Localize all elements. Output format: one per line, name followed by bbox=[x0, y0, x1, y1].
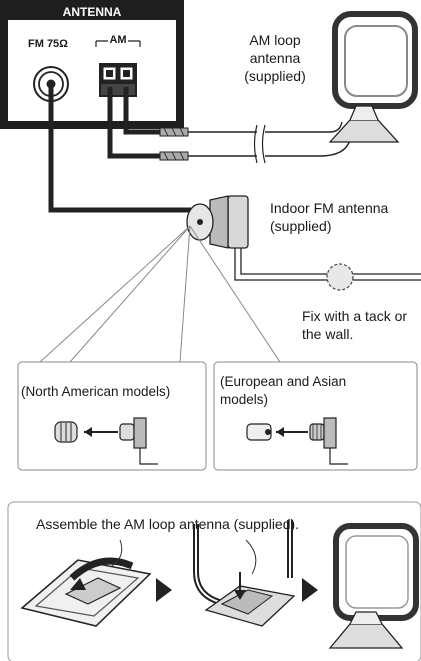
fm-coax-cable bbox=[48, 84, 200, 213]
am-loop-label-line1: AM loop bbox=[249, 32, 301, 48]
am-wire-leads bbox=[107, 87, 351, 164]
assembly-title: Assemble the AM loop antenna (supplied). bbox=[36, 516, 300, 532]
assembly-step-1-image bbox=[20, 539, 152, 627]
european-asian-label-line1: (European and Asian bbox=[220, 374, 347, 389]
fm-antenna-label-line1: Indoor FM antenna bbox=[270, 200, 389, 216]
step-arrow-2 bbox=[302, 578, 318, 602]
am-loop-label-line2: antenna bbox=[249, 50, 301, 66]
step-arrow-1 bbox=[156, 578, 172, 602]
antenna-rear-panel bbox=[0, 0, 184, 129]
assembly-step-2-image bbox=[193, 520, 296, 627]
assembly-step-3-image bbox=[328, 523, 419, 649]
callout-box-european-asian bbox=[213, 361, 418, 471]
european-asian-connector-image bbox=[246, 417, 348, 465]
fix-note-line2: the wall. bbox=[302, 326, 354, 342]
north-american-connector-image bbox=[54, 417, 158, 465]
assembly-box bbox=[7, 501, 421, 661]
european-asian-label-line2: models) bbox=[220, 392, 269, 407]
am-loop-label-line3: (supplied) bbox=[244, 68, 306, 84]
fm-jack-label: FM 75Ω bbox=[28, 38, 68, 50]
am-loop-antenna-image bbox=[328, 11, 418, 143]
north-american-label: (North American models) bbox=[21, 384, 171, 399]
am-terminal-label: AM bbox=[109, 34, 127, 46]
panel-title: ANTENNA bbox=[62, 5, 122, 19]
fm-antenna-label-line2: (supplied) bbox=[270, 218, 332, 234]
am-terminal-block bbox=[99, 63, 137, 97]
fix-note-line1: Fix with a tack or bbox=[302, 308, 408, 324]
callout-box-north-american bbox=[17, 361, 207, 471]
callout-lines bbox=[39, 225, 281, 363]
